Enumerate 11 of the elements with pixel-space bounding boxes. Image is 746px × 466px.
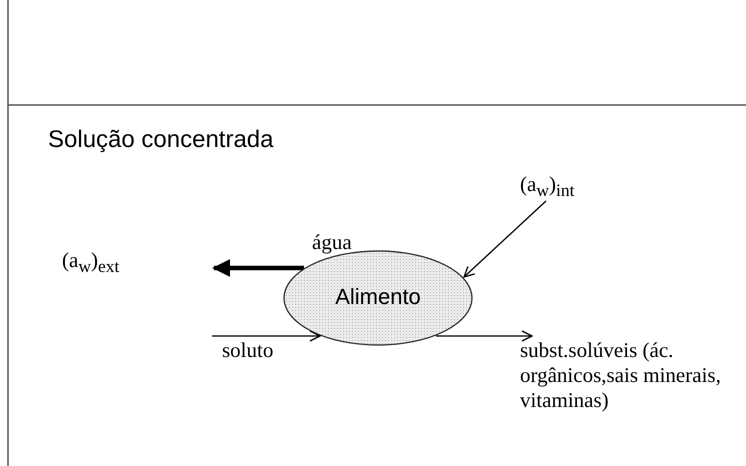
slide-title: Solução concentrada (48, 126, 274, 154)
arrow (463, 200, 546, 278)
water-activity-label: (a$_{w}$)$_{int}$ (520, 172, 574, 202)
water-activity-label: (a$_{w}$)$_{ext}$ (62, 248, 120, 278)
arrow (212, 259, 304, 277)
node-label: Alimento (334, 284, 422, 310)
edge-label: subst.solúveis (ác. orgânicos,sais minerais, vitaminas) (520, 338, 722, 413)
edge-label: soluto (222, 338, 274, 363)
edge-label: água (312, 230, 352, 255)
arrow (212, 330, 321, 342)
arrow (436, 330, 533, 342)
